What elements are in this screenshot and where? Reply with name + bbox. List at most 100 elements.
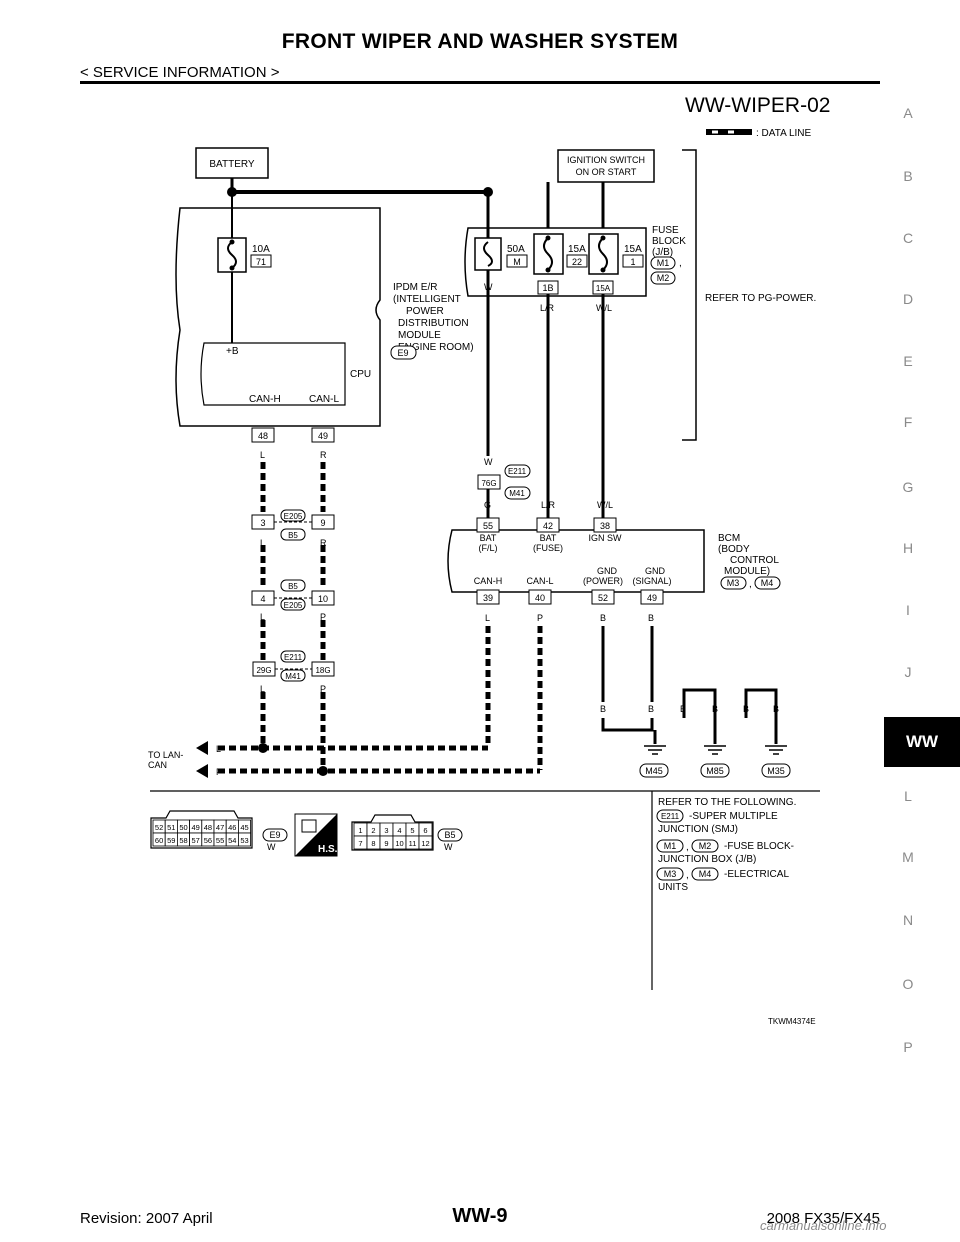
cavity-number: 52	[155, 823, 163, 832]
watermark: carmanualsonline.info	[760, 1218, 887, 1233]
svg-text:POWER: POWER	[406, 306, 444, 317]
section-tab-o[interactable]: O	[902, 976, 914, 992]
svg-text:9: 9	[320, 518, 325, 528]
svg-text:L/R: L/R	[541, 500, 556, 510]
svg-text:(F/L): (F/L)	[479, 543, 498, 553]
section-tab-n[interactable]: N	[902, 912, 914, 928]
bcm-pin-label: 42	[543, 521, 553, 531]
fuse-10a-rating: 10A	[252, 244, 270, 255]
cavity-number: 60	[155, 836, 163, 845]
svg-text:BCM: BCM	[718, 533, 740, 544]
svg-text:IGNITION SWITCH: IGNITION SWITCH	[567, 155, 645, 165]
section-tab-g[interactable]: G	[902, 479, 914, 495]
svg-text:FUSE: FUSE	[652, 225, 679, 236]
ground-m35: M35	[767, 766, 785, 776]
cavity-number: 56	[204, 836, 212, 845]
svg-text:R: R	[320, 450, 327, 460]
svg-text:BATTERY: BATTERY	[209, 159, 255, 170]
section-tab-b[interactable]: B	[903, 168, 913, 184]
svg-text:W: W	[484, 457, 493, 467]
cavity-number: 55	[216, 836, 224, 845]
svg-text:CAN: CAN	[148, 760, 167, 770]
cavity-number: 4	[397, 826, 401, 835]
svg-text:M2: M2	[657, 273, 670, 283]
svg-text:18G: 18G	[315, 666, 330, 675]
hs-harness-side-icon: H.S.	[294, 813, 338, 857]
svg-text:P: P	[537, 613, 543, 623]
svg-text:W: W	[267, 842, 276, 852]
bcm-pin-label: 55	[483, 521, 493, 531]
svg-text:15A: 15A	[596, 284, 611, 293]
svg-text:IGN SW: IGN SW	[589, 533, 623, 543]
cavity-number: 50	[179, 823, 187, 832]
bcm-pin-box	[593, 517, 617, 533]
section-tab-j[interactable]: J	[904, 664, 912, 680]
svg-text:BLOCK: BLOCK	[652, 236, 686, 247]
section-tab-c[interactable]: C	[902, 230, 914, 246]
section-tab-p[interactable]: P	[903, 1039, 913, 1055]
ground-m45: M45	[645, 766, 663, 776]
svg-text:(BODY: (BODY	[718, 544, 750, 555]
section-tab-l[interactable]: L	[904, 788, 912, 804]
cavity-number: 49	[192, 823, 200, 832]
svg-text:E211: E211	[661, 812, 680, 821]
svg-text:DISTRIBUTION: DISTRIBUTION	[398, 318, 469, 329]
svg-text:E211: E211	[508, 467, 527, 476]
section-tab-e[interactable]: E	[903, 353, 913, 369]
svg-text:CAN-H: CAN-H	[249, 394, 281, 405]
svg-text:REFER TO THE FOLLOWING.: REFER TO THE FOLLOWING.	[658, 797, 796, 808]
section-tab-h[interactable]: H	[902, 540, 914, 556]
svg-text:4: 4	[260, 594, 265, 604]
refer-pg-power: REFER TO PG-POWER.	[705, 293, 816, 304]
bcm-pin-label: 40	[535, 593, 545, 603]
svg-text:(J/B): (J/B)	[652, 247, 673, 258]
section-subtitle: < SERVICE INFORMATION >	[80, 64, 280, 81]
svg-text:M1: M1	[664, 841, 677, 851]
svg-text:3: 3	[260, 518, 265, 528]
svg-text:(SIGNAL): (SIGNAL)	[632, 576, 671, 586]
svg-text:76G: 76G	[481, 479, 496, 488]
svg-text:L: L	[216, 744, 221, 754]
svg-text:M41: M41	[285, 672, 301, 681]
svg-text:-FUSE BLOCK-: -FUSE BLOCK-	[724, 841, 794, 852]
svg-text:ENGINE ROOM): ENGINE ROOM)	[398, 342, 474, 353]
revision-date: Revision: 2007 April	[80, 1210, 213, 1227]
model-name: 2008 FX35/FX45	[766, 1210, 880, 1227]
svg-text:22: 22	[572, 257, 582, 267]
section-tab-i[interactable]: I	[906, 602, 910, 618]
svg-text:L: L	[260, 450, 265, 460]
svg-text:MODULE): MODULE)	[724, 566, 770, 577]
svg-text:UNITS: UNITS	[658, 882, 688, 893]
svg-text:,: ,	[679, 258, 682, 269]
section-tab-ww[interactable]: WW	[884, 717, 960, 767]
cavity-number: 57	[192, 836, 200, 845]
svg-text:L: L	[260, 612, 265, 622]
section-tab-a[interactable]: A	[903, 105, 913, 121]
svg-text:15A: 15A	[624, 244, 642, 255]
reference-list: REFER TO THE FOLLOWING. E211 -SUPER MULT…	[656, 797, 796, 893]
svg-text:M4: M4	[761, 578, 774, 588]
svg-text:BAT: BAT	[540, 533, 557, 543]
page-title: FRONT WIPER AND WASHER SYSTEM	[281, 30, 679, 53]
svg-text:B: B	[648, 704, 654, 714]
svg-text:M3: M3	[664, 869, 677, 879]
svg-text:E9: E9	[397, 348, 408, 358]
svg-text:IPDM E/R: IPDM E/R	[393, 282, 437, 293]
section-tab-d[interactable]: D	[902, 291, 914, 307]
svg-text:1B: 1B	[542, 283, 553, 293]
cavity-number: 46	[228, 823, 236, 832]
svg-text:B5: B5	[288, 531, 298, 540]
svg-text:L: L	[260, 538, 265, 548]
cavity-number: 11	[409, 839, 417, 848]
cavity	[237, 832, 251, 847]
cavity-number: 1	[358, 826, 362, 835]
section-tab-f[interactable]: F	[903, 414, 913, 430]
svg-text:M4: M4	[699, 869, 712, 879]
bcm-pin-box	[528, 589, 552, 605]
cavity-number: 2	[371, 826, 375, 835]
section-tab-m[interactable]: M	[902, 849, 914, 865]
cavity-number: 10	[395, 839, 403, 848]
svg-text:JUNCTION (SMJ): JUNCTION (SMJ)	[658, 824, 738, 835]
cavity-number: 51	[167, 823, 175, 832]
